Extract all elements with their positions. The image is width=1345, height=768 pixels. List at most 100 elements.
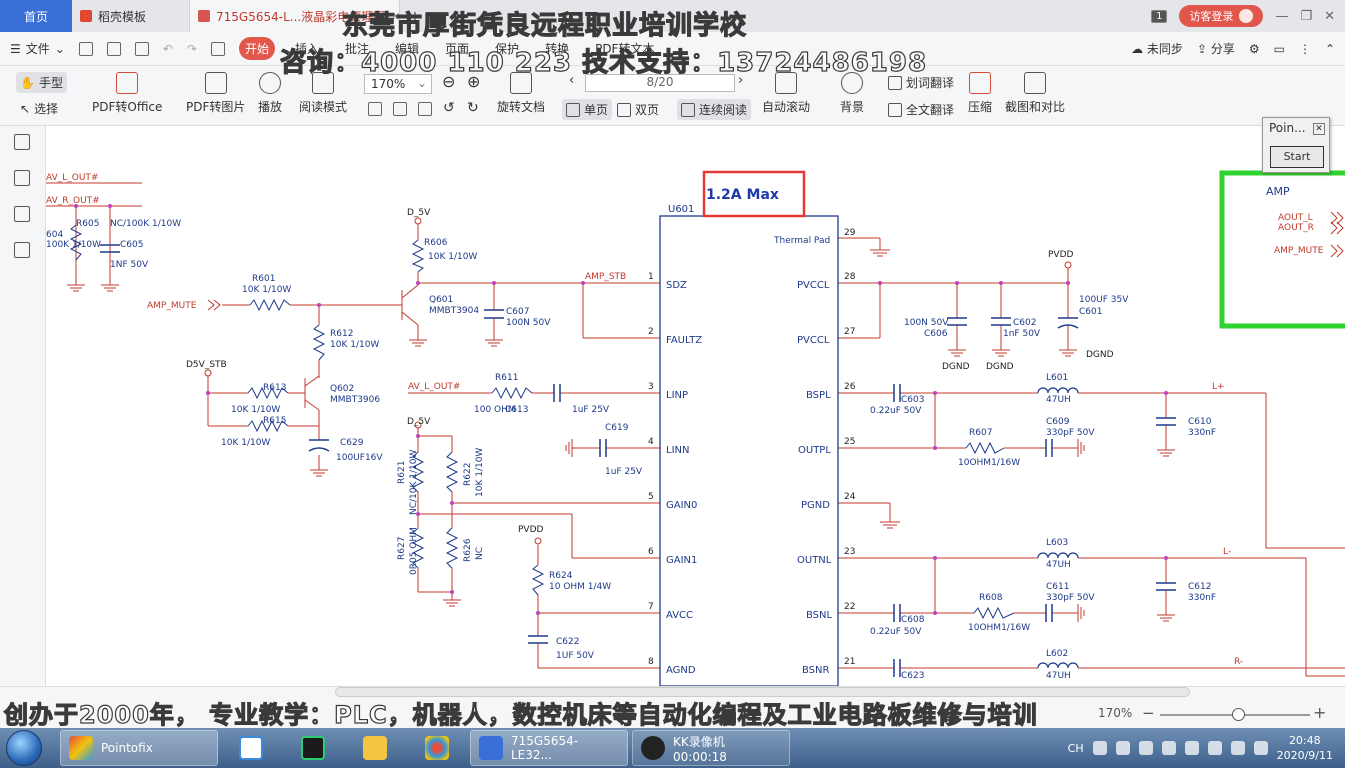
volume-icon[interactable] [1253, 741, 1268, 755]
menu-tab-convert[interactable]: 转换 [545, 42, 570, 56]
select-tool-button[interactable]: ↖ 选择 [20, 100, 58, 117]
more-icon[interactable]: ⋮ [1298, 41, 1311, 56]
val-q602: MMBT3906 [330, 395, 380, 405]
horizontal-scrollbar[interactable] [335, 687, 1190, 697]
single-page-button[interactable]: 单页 [562, 99, 613, 120]
rotate-doc-button[interactable]: 旋转文档 [497, 72, 545, 115]
undo-icon[interactable]: ↶ [162, 41, 173, 56]
sync-button[interactable]: ☁ 未同步 [1131, 42, 1183, 56]
continuous-read-button[interactable]: 连续阅读 [677, 99, 752, 120]
rotate-right-icon[interactable]: ↻ [467, 100, 479, 116]
open-icon[interactable] [78, 41, 93, 56]
prev-page-icon[interactable]: ‹ [569, 73, 575, 88]
bookmark-icon[interactable] [14, 206, 30, 222]
kk-recorder-icon [641, 736, 665, 760]
export-icon[interactable] [210, 41, 225, 56]
security-icon[interactable] [1138, 741, 1153, 755]
val-r615: 10K 1/10W [221, 438, 270, 448]
rotate-left-icon[interactable]: ↺ [443, 100, 455, 116]
save-icon[interactable] [106, 41, 121, 56]
play-button[interactable]: 播放 [258, 72, 282, 115]
settings-icon[interactable]: ⚙ [1248, 41, 1260, 56]
screenshot-compare-button[interactable]: 截图和对比 [1005, 72, 1065, 115]
menu-tab-page[interactable]: 页面 [445, 42, 470, 56]
read-mode-button[interactable]: 阅读模式 [299, 72, 347, 115]
add-tab-icon[interactable]: + [408, 6, 422, 26]
comment-icon[interactable]: ▭ [1273, 41, 1285, 56]
full-translate-button[interactable]: 全文翻译 [888, 101, 954, 118]
keyboard-icon[interactable] [1092, 741, 1107, 755]
taskbar-whiteboard-app[interactable] [284, 730, 342, 766]
zoom-slider-handle[interactable] [1232, 708, 1245, 721]
annotation-icon[interactable] [14, 242, 30, 258]
zoom-select[interactable]: 170% ⌄ [364, 74, 432, 94]
app-tray-icon-2[interactable] [1184, 741, 1199, 755]
taskbar-explorer[interactable] [346, 730, 404, 766]
file-menu[interactable]: ☰ 文件 ⌄ [10, 40, 65, 57]
menu-tab-start[interactable]: 开始 [238, 37, 275, 60]
menu-tab-annotate[interactable]: 批注 [345, 42, 370, 56]
clock[interactable]: 20:48 2020/9/11 [1277, 733, 1333, 763]
network-icon[interactable] [1230, 741, 1245, 755]
amp-block-label: AMP [1266, 185, 1290, 198]
page-number-input[interactable]: 8/20 [585, 74, 735, 92]
outline-icon[interactable] [14, 134, 30, 150]
ref-c612: C612 [1188, 582, 1211, 592]
hand-tool-label: 手型 [38, 76, 63, 90]
window-close-icon[interactable]: ✕ [1324, 8, 1335, 24]
document-canvas[interactable]: 1.2A Max U601 SDZ FAULTZ LINP LINN GAIN0… [46, 126, 1345, 686]
app-tray-icon-1[interactable] [1161, 741, 1176, 755]
pointofix-start-button[interactable]: Start [1270, 146, 1324, 168]
pdf-to-office-button[interactable]: PDF转Office [92, 72, 162, 115]
start-button[interactable] [6, 730, 42, 766]
window-count-badge[interactable]: 1 [1151, 9, 1168, 23]
tab-document[interactable]: 715G5654-L...液晶彩电原理图 ✕ [190, 0, 400, 32]
taskbar-pdf-doc[interactable]: 715G5654-LE32... [470, 730, 628, 766]
actual-size-icon[interactable] [368, 102, 382, 116]
zoom-plus-icon[interactable]: + [1313, 703, 1327, 722]
menu-tab-edit[interactable]: 编辑 [395, 42, 420, 56]
pin-4-num: 4 [648, 437, 654, 447]
moon-icon [841, 72, 863, 94]
thumbnail-icon[interactable] [14, 170, 30, 186]
menu-tab-pdf-to-text[interactable]: PDF转文本 [595, 42, 655, 56]
share-button[interactable]: ⇪ 分享 [1196, 42, 1235, 56]
taskbar-paint[interactable] [408, 730, 466, 766]
menu-tab-insert[interactable]: 插入 [294, 42, 319, 56]
pdf-to-image-button[interactable]: PDF转图片 [186, 72, 245, 115]
tab-home[interactable]: 首页 [0, 0, 72, 32]
zoom-in-icon[interactable]: ⊕ [467, 72, 481, 91]
zoom-out-icon[interactable]: ⊖ [442, 72, 456, 91]
collapse-icon[interactable]: ⌃ [1324, 41, 1335, 56]
fit-width-icon[interactable] [418, 102, 432, 116]
minimize-icon[interactable]: — [1275, 8, 1289, 24]
redo-icon[interactable]: ↷ [186, 41, 197, 56]
background-button[interactable]: 背景 [840, 72, 864, 115]
fit-page-icon[interactable] [393, 102, 407, 116]
print-icon[interactable] [134, 41, 149, 56]
menu-tab-protect[interactable]: 保护 [495, 42, 520, 56]
word-translate-button[interactable]: 划词翻译 [888, 74, 954, 91]
auto-scroll-button[interactable]: 自动滚动 [762, 72, 810, 115]
login-button[interactable]: 访客登录 [1179, 5, 1264, 27]
clock-date: 2020/9/11 [1276, 749, 1333, 762]
close-icon[interactable]: ✕ [391, 9, 400, 23]
taskbar-cloud-app[interactable] [222, 730, 280, 766]
next-page-icon[interactable]: › [738, 73, 744, 88]
taskbar-kk-recorder[interactable]: KK录像机 00:00:18 [632, 730, 790, 766]
input-language[interactable]: CH [1067, 741, 1084, 755]
net-dgnd-3: DGND [1086, 350, 1114, 360]
hand-tool-button[interactable]: ✋ 手型 [16, 72, 67, 93]
val-r622: 10K 1/10W [475, 448, 485, 497]
app-tray-icon-3[interactable] [1207, 741, 1222, 755]
taskbar-pointofix[interactable]: Pointofix [60, 730, 218, 766]
zoom-minus-icon[interactable]: − [1142, 704, 1155, 722]
ref-r615: R615 [263, 416, 286, 426]
pointofix-close-icon[interactable]: ✕ [1313, 123, 1325, 135]
page-indicator: 8/20 [646, 75, 674, 89]
help-icon[interactable] [1115, 741, 1130, 755]
double-page-button[interactable]: 双页 [617, 101, 659, 118]
restore-icon[interactable]: ❐ [1300, 8, 1313, 24]
compress-button[interactable]: 压缩 [968, 72, 992, 115]
tab-template[interactable]: 稻壳模板 [72, 0, 190, 32]
